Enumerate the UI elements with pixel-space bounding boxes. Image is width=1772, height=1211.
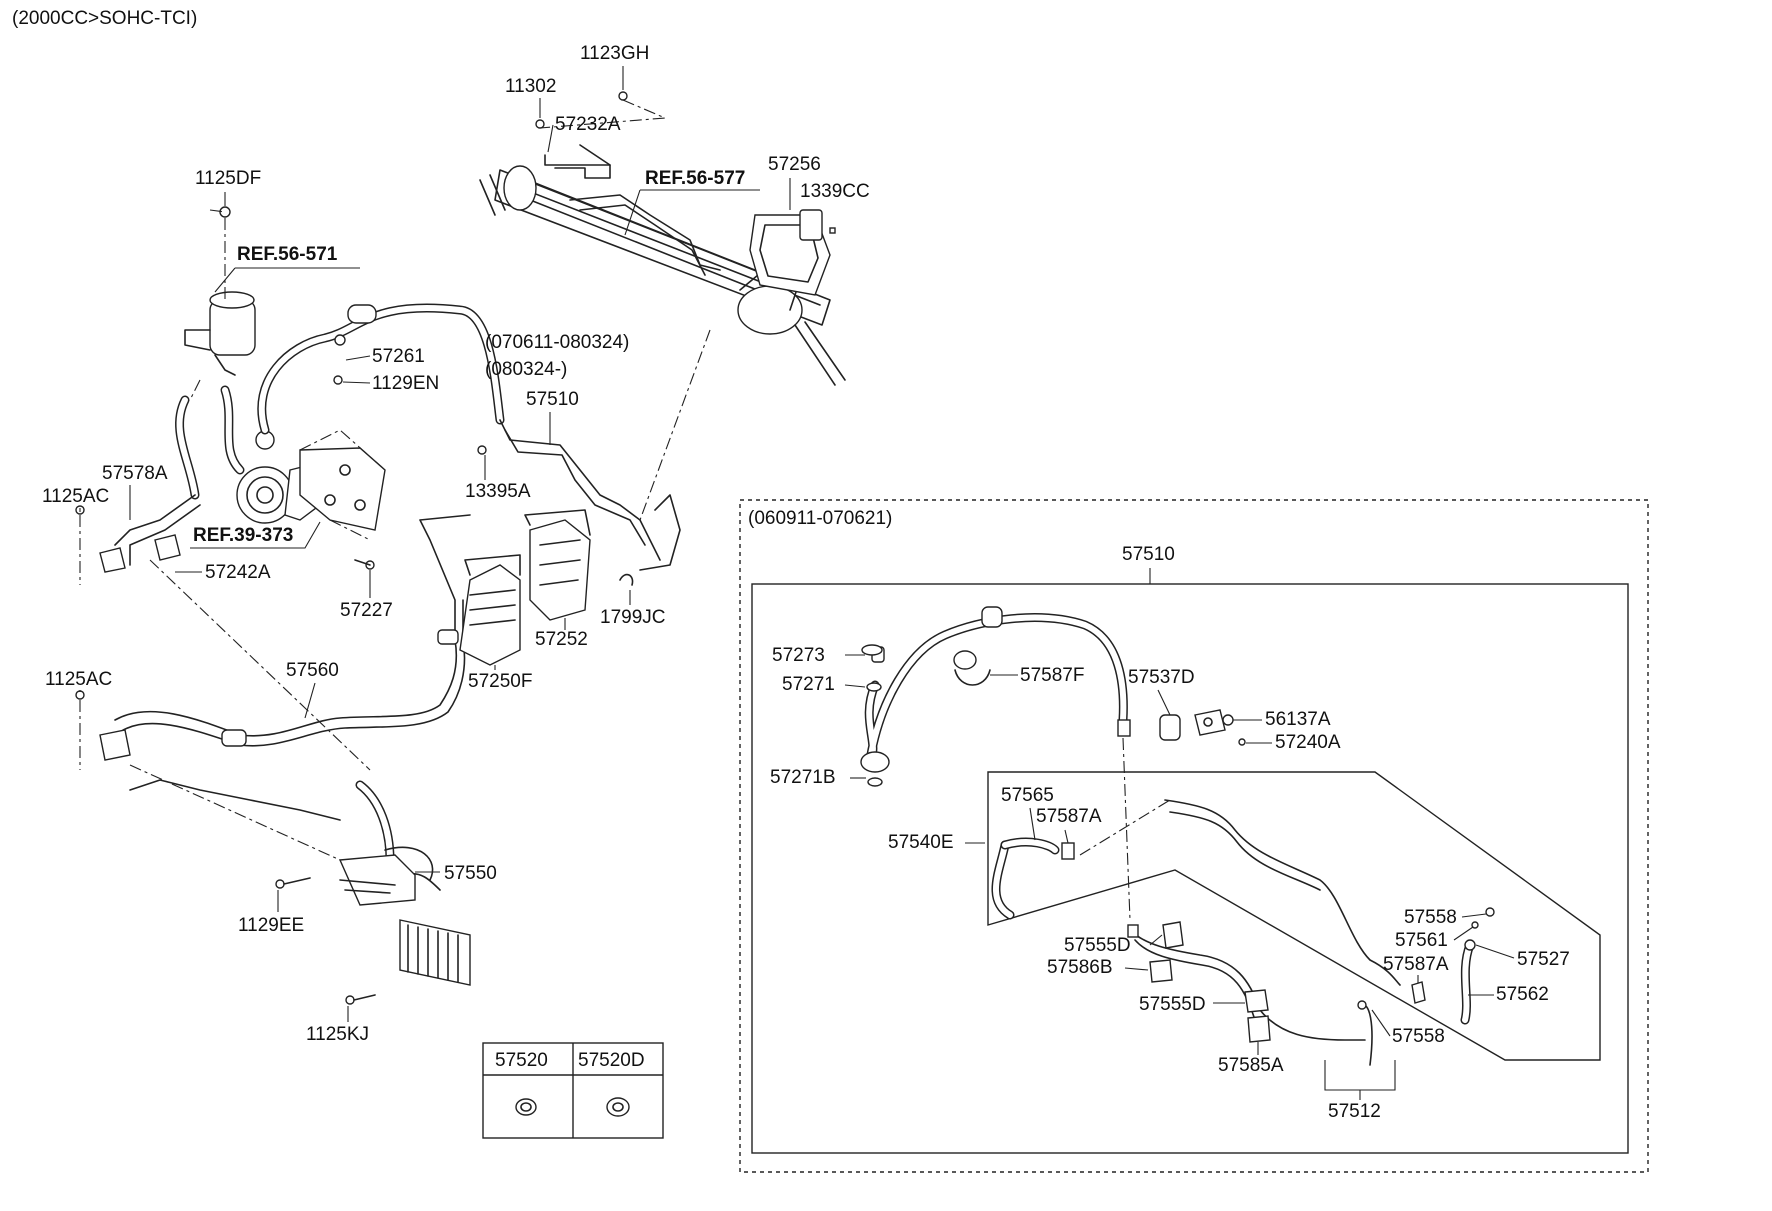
label-57587A-upper: 57587A (1036, 806, 1102, 827)
label-57512: 57512 (1328, 1101, 1381, 1122)
label-57560: 57560 (286, 660, 339, 681)
label-1125AC-upper: 1125AC (42, 486, 109, 507)
label-57586B: 57586B (1047, 957, 1113, 978)
label-57550: 57550 (444, 863, 497, 884)
pump-bracket (299, 429, 386, 570)
label-57585A: 57585A (1218, 1055, 1284, 1076)
label-57587F: 57587F (1020, 665, 1084, 686)
label-57540E: 57540E (888, 832, 954, 853)
hoses-main (114, 303, 681, 891)
label-56137A: 56137A (1265, 709, 1331, 730)
label-57537D: 57537D (1128, 667, 1195, 688)
bush-table-header-57520D: 57520D (578, 1050, 645, 1071)
label-57555D-upper: 57555D (1064, 935, 1131, 956)
label-1129EN: 1129EN (372, 373, 439, 394)
steering-gear-assembly (479, 165, 846, 386)
label-57261: 57261 (372, 346, 425, 367)
ref-39-373: REF.39-373 (193, 525, 293, 546)
bracket-57232A (535, 91, 666, 179)
label-57562: 57562 (1496, 984, 1549, 1005)
construction-lines (79, 329, 711, 861)
ref-56-577: REF.56-577 (645, 168, 745, 189)
bush-57520D-icon (606, 1097, 630, 1117)
label-57527: 57527 (1517, 949, 1570, 970)
label-1129EE: 1129EE (238, 915, 304, 936)
main-callouts: 1123GH 11302 57232A REF.56-577 57256 133… (42, 43, 870, 1045)
reservoir-assembly (184, 206, 256, 376)
label-1125AC-lower: 1125AC (45, 669, 112, 690)
label-57232A: 57232A (555, 114, 621, 135)
bush-table-header-57520: 57520 (495, 1050, 548, 1071)
label-57578A: 57578A (102, 463, 168, 484)
bush-57520-icon (515, 1098, 537, 1116)
inset-assembly-label: 57510 (1122, 544, 1175, 565)
engine-spec-title: (2000CC>SOHC-TCI) (12, 8, 197, 29)
label-date-070611: (070611-080324) (485, 332, 629, 353)
bush-table: 57520 57520D (482, 1042, 664, 1139)
label-57561: 57561 (1395, 930, 1448, 951)
label-57240A: 57240A (1275, 732, 1341, 753)
clamps-main (75, 334, 634, 761)
label-1339CC: 1339CC (800, 181, 870, 202)
ref-56-571: REF.56-571 (237, 244, 338, 265)
label-57227: 57227 (340, 600, 393, 621)
label-57271B: 57271B (770, 767, 836, 788)
label-13395A: 13395A (465, 481, 531, 502)
oil-cooler-57550 (275, 846, 471, 1005)
label-57587A-lower: 57587A (1383, 954, 1449, 975)
label-1123GH: 1123GH (580, 43, 649, 64)
label-1125KJ: 1125KJ (306, 1024, 369, 1045)
heat-shields (459, 509, 591, 666)
label-57271: 57271 (782, 674, 835, 695)
label-57510: 57510 (526, 389, 579, 410)
label-1125DF: 1125DF (195, 168, 261, 189)
label-57565: 57565 (1001, 785, 1054, 806)
label-57273: 57273 (772, 645, 825, 666)
label-57250F: 57250F (468, 671, 532, 692)
label-57252: 57252 (535, 629, 588, 650)
label-57256: 57256 (768, 154, 821, 175)
label-1799JC: 1799JC (600, 607, 666, 628)
label-date-080324: (080324-) (485, 359, 567, 380)
label-57558-upper: 57558 (1404, 907, 1457, 928)
label-57242A: 57242A (205, 562, 271, 583)
label-57558-lower: 57558 (1392, 1026, 1445, 1047)
inset-date-range: (060911-070621) (748, 508, 892, 529)
label-11302: 11302 (505, 76, 556, 97)
inset-panel: (060911-070621) 57510 (739, 499, 1649, 1173)
label-57555D-lower: 57555D (1139, 994, 1206, 1015)
